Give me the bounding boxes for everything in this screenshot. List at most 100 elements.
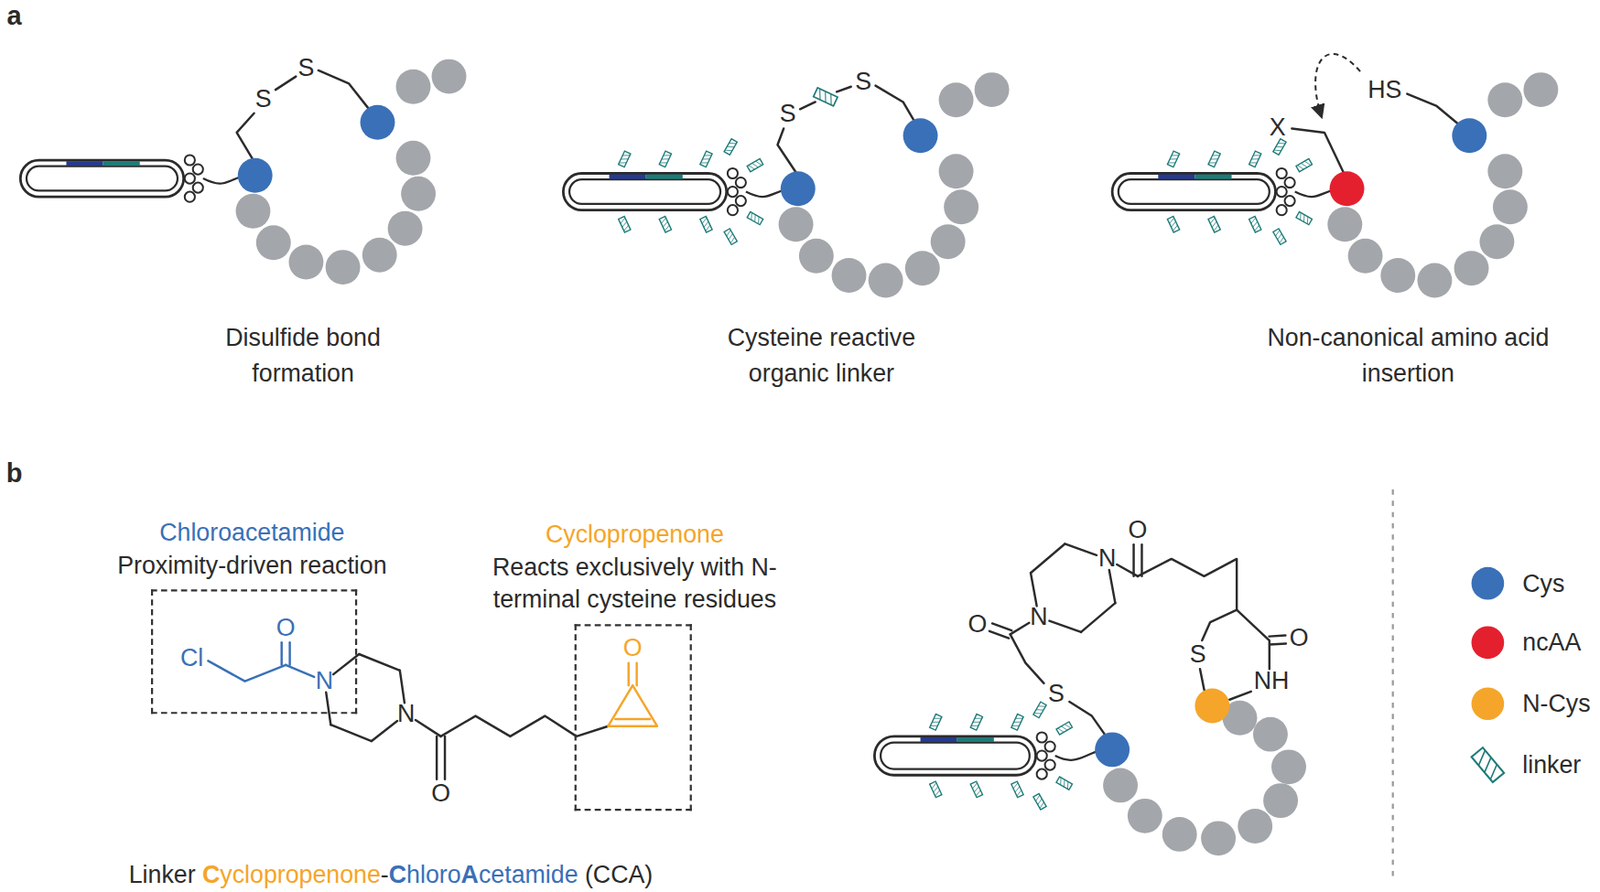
peptide-linker-part <box>735 177 746 188</box>
peptide-ncaa-part <box>1380 258 1416 293</box>
cyclised-peptide-part-part <box>929 783 941 797</box>
peptide-ncaa-part-part <box>1297 159 1311 171</box>
legend-swatch <box>1467 683 1509 725</box>
cyclised-peptide-part <box>970 781 983 799</box>
peptide-ncaa-part-part <box>1249 151 1262 168</box>
cyclised-peptide-part <box>1269 636 1287 638</box>
peptide-linker-part <box>618 216 631 233</box>
cyclised-peptide-part-part <box>1011 781 1024 799</box>
legend-swatch <box>1467 622 1509 664</box>
peptide-disulfide-part <box>184 192 195 203</box>
group-heading: CyclopropenoneReacts exclusively with N-… <box>461 518 809 617</box>
thiol-group: HS <box>1367 75 1402 105</box>
cyclised-peptide-part-part <box>929 781 942 799</box>
cca-structure-part <box>333 654 359 675</box>
peptide-linker-part <box>724 228 737 245</box>
peptide-ncaa-part-part <box>1167 152 1179 166</box>
peptide-ncaa-part-part <box>1297 212 1311 224</box>
bond-lines-part <box>813 87 838 107</box>
nitrogen-atom: N <box>397 699 415 729</box>
legend-color-dot <box>1471 687 1505 721</box>
peptide-ncaa-part <box>1523 72 1558 108</box>
cyclised-peptide-part <box>874 736 1036 776</box>
cyclised-peptide-part <box>1236 610 1270 671</box>
oxygen-atom: O <box>431 778 451 809</box>
peptide-linker-part-part <box>659 216 671 233</box>
peptide-linker-part-part <box>618 151 631 168</box>
peptide-ncaa-part <box>1276 168 1287 179</box>
caption-segment: hloro <box>406 860 462 888</box>
peptide-linker-part <box>569 179 721 205</box>
cca-structure <box>207 642 658 779</box>
cyclised-peptide-part <box>1011 781 1024 799</box>
peptide-linker-part-part <box>618 217 630 231</box>
oxygen-atom: O <box>623 634 643 664</box>
cca-structure-part <box>443 736 446 780</box>
peptide-linker-part-part <box>701 217 713 231</box>
peptide-linker-part <box>746 211 763 225</box>
peptide-ncaa-part <box>1327 206 1363 242</box>
caption-segment: C <box>202 860 220 888</box>
cyclised-peptide-part-part <box>929 715 941 729</box>
cca-structure-part <box>288 642 291 666</box>
peptide-disulfide-part <box>26 166 178 192</box>
legend-linker-part <box>1471 747 1505 783</box>
peptide-linker-part-part <box>700 151 713 168</box>
nitrogen-atom: N <box>1029 602 1048 632</box>
peptide-linker-part <box>903 118 939 153</box>
bond-lines-part <box>318 70 372 113</box>
peptide-linker-part-part <box>659 151 671 168</box>
cyclised-peptide-part-part <box>970 781 983 799</box>
peptide-ncaa-part <box>1276 186 1287 197</box>
cca-structure-part <box>358 654 400 671</box>
panel-caption: Cysteine reactive organic linker <box>699 319 945 391</box>
peptide-disulfide-part <box>400 176 436 212</box>
peptide-linker-part <box>746 158 763 172</box>
peptide-linker-part-part <box>618 216 631 233</box>
cyclised-peptide-part-part <box>1011 713 1024 731</box>
cyclised-peptide-part <box>1037 750 1048 761</box>
cyclised-peptide-part <box>1109 570 1116 604</box>
caption-segment: cetamide <box>478 860 579 888</box>
cyclised-peptide-part <box>1102 767 1138 803</box>
cyclised-peptide-part <box>992 623 1012 631</box>
cca-structure-part <box>627 663 629 687</box>
group-heading: ChloroacetamideProximity-driven reaction <box>78 516 426 582</box>
peptide-linker-part <box>939 82 974 118</box>
cyclised-peptide-part-part <box>1056 722 1072 736</box>
caption-segment: yclopropenone <box>219 860 381 888</box>
peptide-linker-part-part <box>724 139 737 155</box>
bond-lines-part <box>836 86 852 93</box>
peptide-ncaa-part <box>1296 211 1312 225</box>
cyclised-peptide-part <box>1132 544 1135 577</box>
peptide-ncaa-part <box>1479 224 1514 260</box>
cca-structure-part <box>415 720 442 737</box>
peptide-ncaa-part <box>1492 189 1528 225</box>
cca-structure-part <box>207 660 286 682</box>
group-note: Proximity-driven reaction <box>78 549 426 583</box>
group-note: Reacts exclusively with N-terminal cyste… <box>461 551 809 617</box>
nitrogen-atom: N <box>315 667 334 697</box>
peptide-linker-part-part <box>746 158 763 172</box>
cyclised-peptide-part <box>1010 623 1030 636</box>
cyclised-peptide-part-part <box>1012 783 1024 797</box>
cyclised-peptide-part-part <box>1058 723 1071 735</box>
legend-swatch <box>1467 562 1509 605</box>
peptide-linker-part <box>618 151 631 168</box>
bond-lines-part <box>1291 128 1345 175</box>
sulfur-atom: S <box>298 54 315 84</box>
peptide-disulfide-part <box>360 105 396 141</box>
panel-letter: a <box>7 0 22 33</box>
peptide-linker-part-part <box>724 140 736 153</box>
cca-structure-part <box>330 724 372 742</box>
peptide-linker-part-part <box>659 217 671 231</box>
peptide-ncaa <box>1112 72 1558 298</box>
cca-structure-part <box>400 670 405 703</box>
peptide-ncaa-part-part <box>1296 211 1312 225</box>
peptide-ncaa-part <box>1194 174 1232 180</box>
leaving-group: X <box>1269 112 1287 142</box>
peptide-disulfide <box>20 59 466 285</box>
peptide-disulfide-part <box>193 183 204 194</box>
cyclised-peptide-part-part <box>971 783 983 797</box>
